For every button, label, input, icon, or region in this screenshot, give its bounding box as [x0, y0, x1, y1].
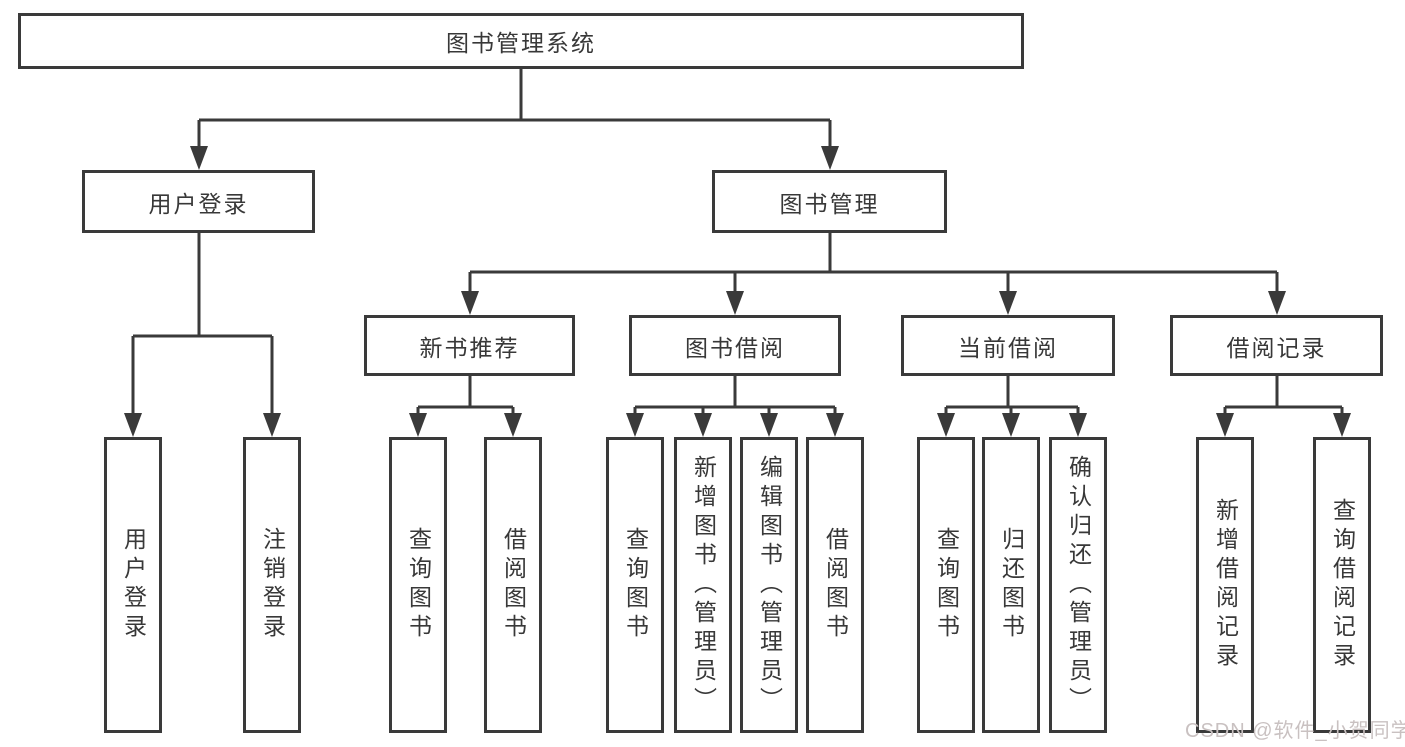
leaf-label: 借阅图书 [822, 527, 849, 643]
node-label: 新书推荐 [419, 334, 520, 361]
node-label: 借阅记录 [1226, 334, 1327, 361]
node-library-management-system: 图书管理系统 [18, 13, 1024, 69]
leaf-query-books-borrow: 查询图书 [606, 437, 664, 733]
leaf-borrow-books: 借阅图书 [806, 437, 864, 733]
node-label: 当前借阅 [958, 334, 1058, 361]
connector-new-book-branch [409, 376, 522, 437]
leaf-label: 注销登录 [259, 527, 286, 643]
leaf-label: 查询图书 [405, 527, 432, 643]
arrowhead-leaf [124, 413, 142, 437]
leaf-borrow-books-recommend: 借阅图书 [484, 437, 542, 733]
arrowhead-leaf [1333, 413, 1351, 437]
node-borrow-records: 借阅记录 [1170, 315, 1383, 376]
arrowhead-leaf [263, 413, 281, 437]
connector-book-borrow-branch [626, 376, 844, 437]
node-book-borrow: 图书借阅 [629, 315, 841, 376]
leaf-label: 确认归还（管理员） [1065, 454, 1092, 716]
arrowhead-user-login [190, 146, 208, 170]
arrowhead-leaf [937, 413, 955, 437]
arrowhead-book-management [821, 146, 839, 170]
arrowhead-module [999, 291, 1017, 315]
node-label: 用户登录 [148, 190, 249, 217]
leaf-label: 借阅图书 [500, 527, 527, 643]
leaf-query-books-current: 查询图书 [917, 437, 975, 733]
leaf-confirm-return-admin: 确认归还（管理员） [1049, 437, 1107, 733]
node-label: 图书借阅 [685, 334, 785, 361]
node-current-borrow: 当前借阅 [901, 315, 1115, 376]
connector-current-borrow-branch [937, 376, 1087, 437]
leaf-label: 查询图书 [933, 527, 960, 643]
arrowhead-module [726, 291, 744, 315]
leaf-user-login: 用户登录 [104, 437, 162, 733]
connector-borrow-records-branch [1216, 376, 1351, 437]
arrowhead-module [461, 291, 479, 315]
arrowhead-leaf [1216, 413, 1234, 437]
leaf-label: 新增图书（管理员） [690, 454, 717, 716]
leaf-query-borrow-record: 查询借阅记录 [1313, 437, 1371, 733]
node-book-management: 图书管理 [712, 170, 947, 233]
leaf-logout: 注销登录 [243, 437, 301, 733]
leaf-label: 查询图书 [622, 527, 649, 643]
leaf-add-books-admin: 新增图书（管理员） [674, 437, 732, 733]
leaf-label: 用户登录 [120, 527, 147, 643]
leaf-label: 编辑图书（管理员） [756, 454, 783, 716]
arrowhead-leaf [626, 413, 644, 437]
node-new-book-recommend: 新书推荐 [364, 315, 575, 376]
leaf-edit-books-admin: 编辑图书（管理员） [740, 437, 798, 733]
arrowhead-leaf [504, 413, 522, 437]
leaf-label: 归还图书 [998, 527, 1025, 643]
connector-user-login-branch [124, 233, 281, 437]
leaf-label: 新增借阅记录 [1212, 498, 1239, 672]
connector-root-branch [190, 69, 839, 170]
arrowhead-leaf [826, 413, 844, 437]
arrowhead-leaf [1069, 413, 1087, 437]
arrowhead-module [1268, 291, 1286, 315]
leaf-query-books-recommend: 查询图书 [389, 437, 447, 733]
arrowhead-leaf [694, 413, 712, 437]
arrowhead-leaf [1002, 413, 1020, 437]
connector-book-management-branch [461, 233, 1286, 315]
arrowhead-leaf [409, 413, 427, 437]
node-user-login: 用户登录 [82, 170, 315, 233]
node-label: 图书管理 [779, 190, 880, 217]
arrowhead-leaf [760, 413, 778, 437]
leaf-add-borrow-record: 新增借阅记录 [1196, 437, 1254, 733]
csdn-watermark: CSDN @软件_小贺同学 [1185, 720, 1405, 742]
leaf-return-books: 归还图书 [982, 437, 1040, 733]
leaf-label: 查询借阅记录 [1329, 498, 1356, 672]
node-label: 图书管理系统 [446, 30, 596, 56]
